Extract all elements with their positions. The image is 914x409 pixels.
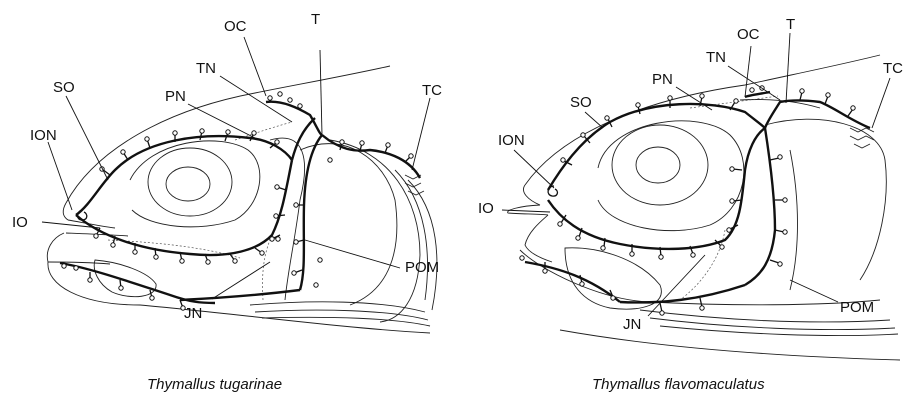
left-label-pom: POM [405,259,439,276]
left-label-tc: TC [422,82,442,99]
right-eye-pupil [636,147,680,183]
left-eye-pupil [166,167,210,201]
left-label-io: IO [12,214,28,231]
right-label-tn: TN [706,49,726,66]
left-label-t: T [311,11,320,28]
left-caption: Thymallus tugarinae [147,376,282,393]
right-labels: OC T TN PN SO TC ION IO POM JN [478,16,903,333]
right-label-io: IO [478,200,494,217]
right-label-t: T [786,16,795,33]
left-eye [148,148,232,216]
right-caption: Thymallus flavomaculatus [592,376,765,393]
left-label-tn: TN [196,60,216,77]
right-label-pn: PN [652,71,673,88]
left-label-so: SO [53,79,75,96]
right-label-tc: TC [883,60,903,77]
right-leader-lines [502,33,890,316]
left-label-ion: ION [30,127,57,144]
right-label-oc: OC [737,26,760,43]
right-label-so: SO [570,94,592,111]
right-eye [612,125,708,205]
left-head-drawing [47,66,437,333]
left-label-oc: OC [224,18,247,35]
left-label-pn: PN [165,88,186,105]
right-label-ion: ION [498,132,525,149]
right-label-pom: POM [840,299,874,316]
right-label-jn: JN [623,316,641,333]
left-label-jn: JN [184,305,202,322]
